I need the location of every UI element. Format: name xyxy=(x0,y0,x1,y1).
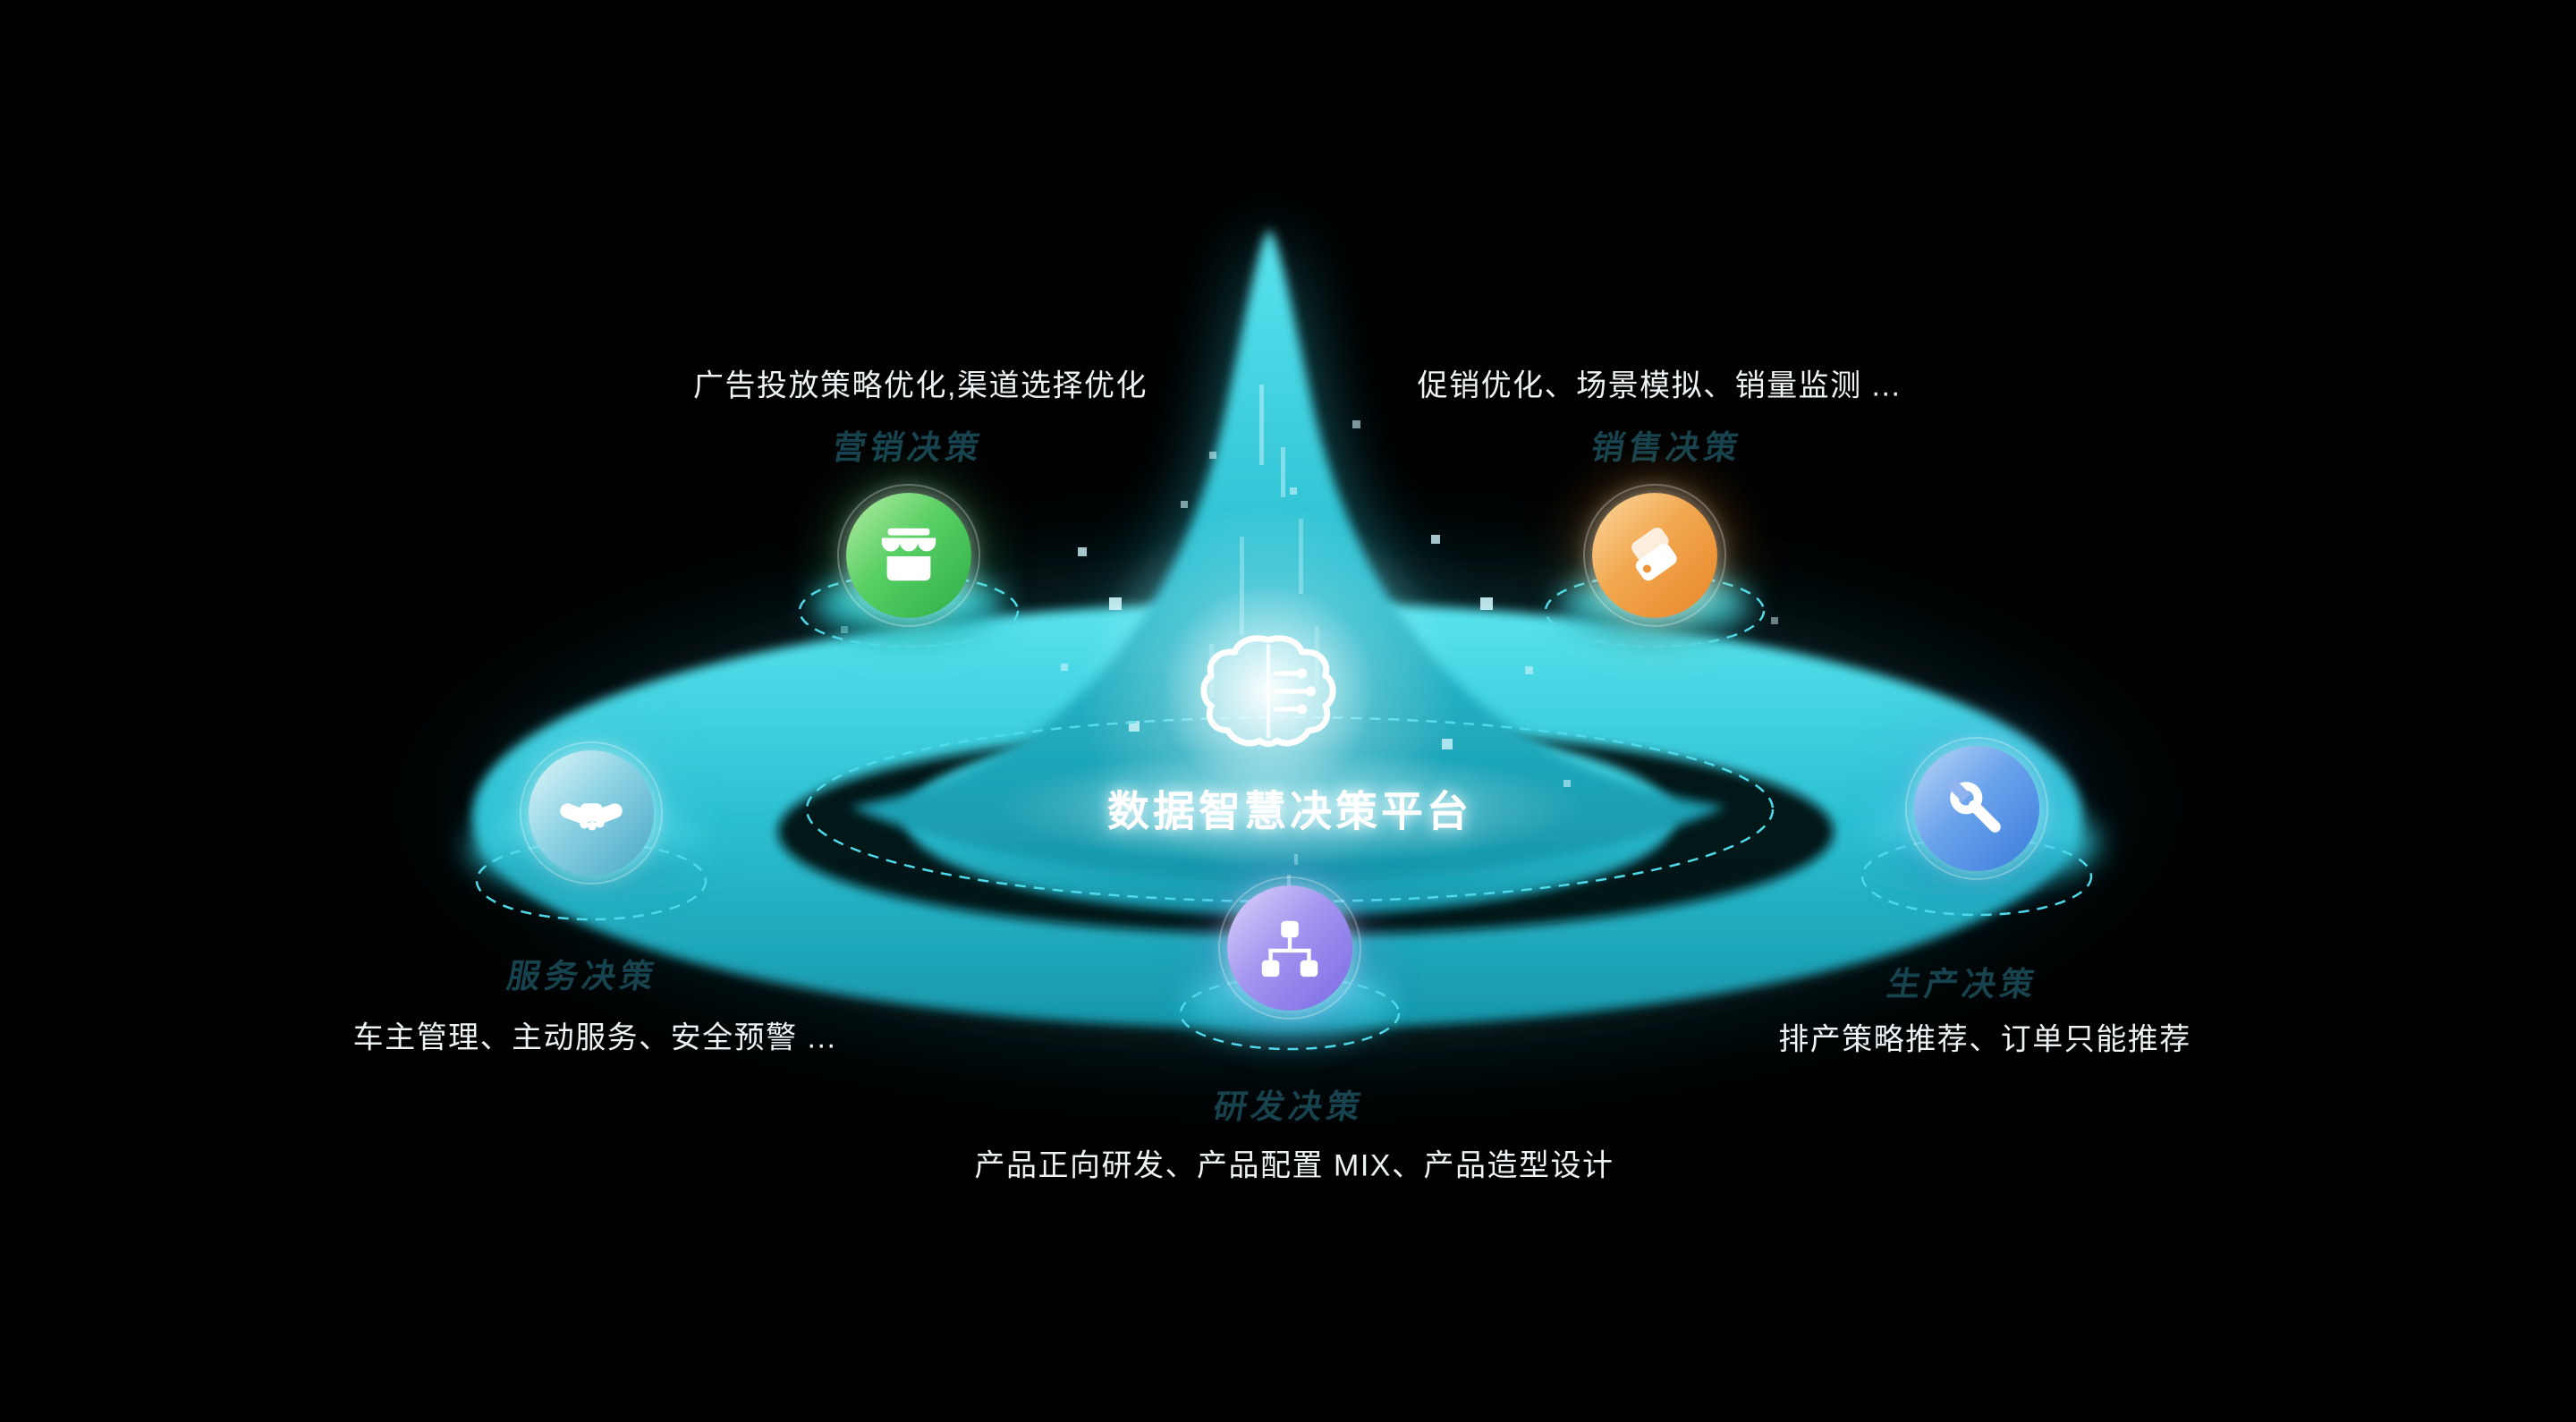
marketing-category-label: 营销决策 xyxy=(829,429,987,466)
production-node-badge xyxy=(1905,737,2048,880)
handshake-icon xyxy=(560,803,623,831)
sales-description: 促销优化、场景模拟、销量监测 ... xyxy=(1417,368,1902,403)
marketing-description: 广告投放策略优化,渠道选择优化 xyxy=(693,368,1148,403)
production-description: 排产策略推荐、订单只能推荐 xyxy=(1778,1022,2191,1057)
sales-category-label: 销售决策 xyxy=(1588,429,1745,466)
rnd-description: 产品正向研发、产品配置 MIX、产品造型设计 xyxy=(974,1148,1614,1183)
sales-node-badge xyxy=(1583,484,1726,627)
service-description: 车主管理、主动服务、安全预警 ... xyxy=(352,1020,837,1055)
service-category-label: 服务决策 xyxy=(504,958,661,995)
marketing-node-badge xyxy=(837,484,980,627)
platform-title: 数据智慧决策平台 xyxy=(1107,787,1472,835)
org-network-icon xyxy=(1261,920,1318,978)
brain-circuit-icon xyxy=(1080,504,1456,879)
production-category-label: 生产决策 xyxy=(1884,966,2041,1003)
rnd-category-label: 研发决策 xyxy=(1210,1088,1368,1125)
service-node-badge xyxy=(520,741,663,885)
rnd-node-badge xyxy=(1218,876,1361,1020)
wrench-icon xyxy=(1946,778,2001,833)
storefront-icon xyxy=(881,528,936,581)
price-tags-icon xyxy=(1631,527,1677,581)
